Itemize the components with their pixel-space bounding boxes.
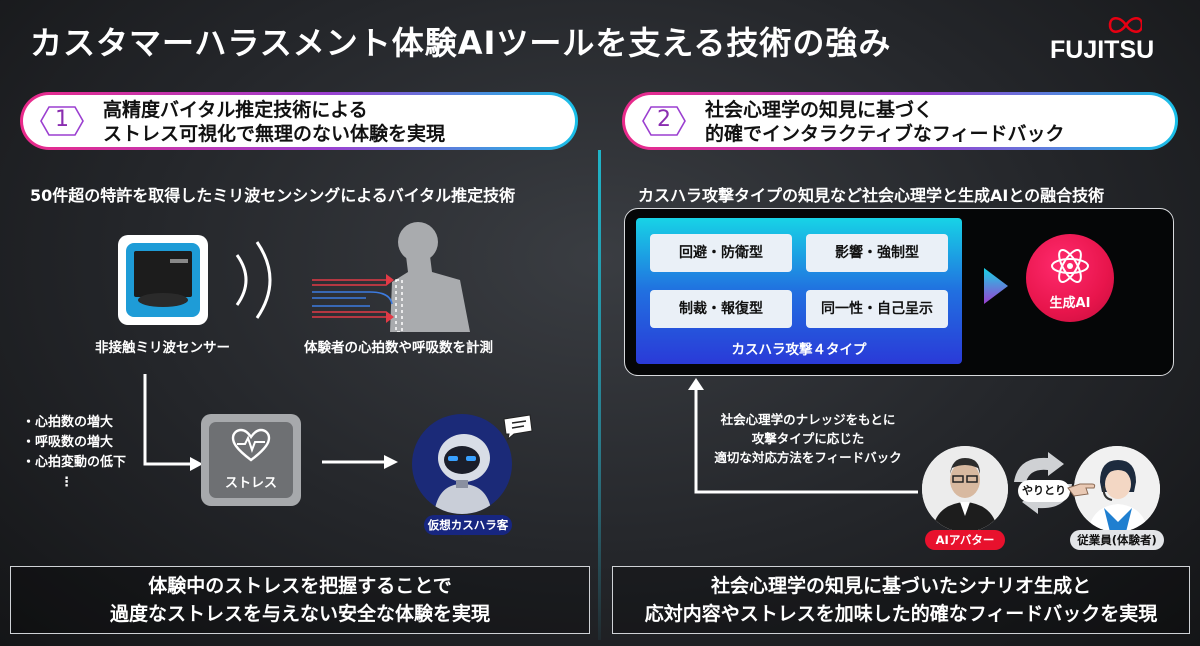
robot-icon xyxy=(434,434,492,514)
right-number: 2 xyxy=(657,107,671,132)
left-heading-line2: ストレス可視化で無理のない体験を実現 xyxy=(103,123,446,145)
feedback-arrow xyxy=(688,378,918,494)
infinity-loop-icon xyxy=(1108,17,1142,33)
flow-arrow-to-robot xyxy=(322,455,398,469)
ai-avatar-tag: AIアバター xyxy=(925,530,1005,550)
feedback-text: 社会心理学のナレッジをもとに 攻撃タイプに応じた 適切な対応方法をフィードバック xyxy=(702,410,914,467)
right-subtitle: カスハラ攻撃タイプの知見など社会心理学と生成AIとの融合技術 xyxy=(638,186,1105,205)
flow-arrow-to-stress xyxy=(143,374,203,471)
hexagon-frame-icon xyxy=(642,106,686,136)
pointing-hand-icon xyxy=(1067,483,1096,497)
employee-avatar xyxy=(1074,446,1160,532)
ai-avatar-photo xyxy=(922,446,1008,532)
left-heading: 高精度バイタル推定技術による ストレス可視化で無理のない体験を実現 xyxy=(103,98,445,146)
robot-avatar xyxy=(412,414,512,514)
indicator-list: ・心拍数の増大 ・呼吸数の増大 ・心拍変動の低下 ⋮ xyxy=(22,413,126,493)
stress-box: ストレス xyxy=(201,414,301,506)
right-number-badge: 2 xyxy=(641,105,687,137)
person-silhouette-icon xyxy=(312,222,470,332)
type-identity-presentation: 同一性・自己呈示 xyxy=(806,290,948,328)
page-title: カスタマーハラスメント体験AIツールを支える技術の強み xyxy=(30,24,892,62)
right-conclusion-box: 社会心理学の知見に基づいたシナリオ生成と 応対内容やストレスを加味した的確なフィ… xyxy=(612,566,1190,634)
stress-label: ストレス xyxy=(224,476,277,491)
left-heading-pill: 1 高精度バイタル推定技術による ストレス可視化で無理のない体験を実現 xyxy=(20,92,578,150)
right-conclusion-line2: 応対内容やストレスを加味した的確なフィードバックを実現 xyxy=(644,603,1158,625)
type-influence-coerce: 影響・強制型 xyxy=(806,234,948,272)
indicator-more: ⋮ xyxy=(60,475,73,490)
types-caption: カスハラ攻撃４タイプ xyxy=(731,342,867,358)
employee-tag: 従業員(体験者) xyxy=(1070,530,1164,550)
atom-icon xyxy=(1051,249,1089,283)
indicator-hrv: ・心拍変動の低下 xyxy=(22,455,127,470)
left-number: 1 xyxy=(55,107,69,132)
radio-wave-icon xyxy=(235,241,272,319)
center-divider xyxy=(598,150,601,640)
robot-tag: 仮想カスハラ客 xyxy=(424,515,512,535)
left-number-badge: 1 xyxy=(39,105,85,137)
speech-bubble-icon xyxy=(503,414,533,441)
sensor-device-icon xyxy=(118,235,208,325)
arrow-right-icon xyxy=(984,268,1008,304)
left-conclusion-line1: 体験中のストレスを把握することで xyxy=(148,575,452,597)
fujitsu-logo: FUJITSU xyxy=(1046,14,1176,70)
type-sanction-retaliate: 制裁・報復型 xyxy=(650,290,792,328)
indicator-breathing: ・呼吸数の増大 xyxy=(22,435,114,450)
measure-label: 体験者の心拍数や呼吸数を計測 xyxy=(304,340,493,356)
feedback-line3: 適切な対応方法をフィードバック xyxy=(714,450,902,465)
generative-ai-circle: 生成AI xyxy=(1026,234,1114,322)
right-heading: 社会心理学の知見に基づく 的確でインタラクティブなフィードバック xyxy=(705,98,1064,146)
feedback-line1: 社会心理学のナレッジをもとに xyxy=(720,412,896,427)
hexagon-frame-icon xyxy=(40,106,84,136)
left-subtitle: 50件超の特許を取得したミリ波センシングによるバイタル推定技術 xyxy=(30,186,516,205)
man-avatar-icon xyxy=(922,446,1008,532)
feedback-line2: 攻撃タイプに応じた xyxy=(751,431,865,446)
left-conclusion-line2: 過度なストレスを与えない安全な体験を実現 xyxy=(109,603,490,625)
left-heading-line1: 高精度バイタル推定技術による xyxy=(103,99,368,121)
type-avoid-defend: 回避・防衛型 xyxy=(650,234,792,272)
gen-ai-label: 生成AI xyxy=(1049,296,1091,311)
indicator-heart-rate: ・心拍数の増大 xyxy=(22,415,114,430)
heart-pulse-icon xyxy=(231,428,271,462)
right-conclusion-line1: 社会心理学の知見に基づいたシナリオ生成と xyxy=(710,575,1091,597)
logo-text: FUJITSU xyxy=(1050,36,1155,64)
attack-types-panel: 回避・防衛型 影響・強制型 制裁・報復型 同一性・自己呈示 カスハラ攻撃４タイプ xyxy=(636,218,962,364)
right-heading-line1: 社会心理学の知見に基づく xyxy=(705,99,934,121)
exchange-label: やりとり xyxy=(1018,480,1070,502)
right-heading-line2: 的確でインタラクティブなフィードバック xyxy=(705,123,1065,145)
sensor-label: 非接触ミリ波センサー xyxy=(95,340,230,356)
headset-operator-icon xyxy=(1074,446,1160,532)
left-conclusion-box: 体験中のストレスを把握することで 過度なストレスを与えない安全な体験を実現 xyxy=(10,566,590,634)
right-heading-pill: 2 社会心理学の知見に基づく 的確でインタラクティブなフィードバック xyxy=(622,92,1178,150)
